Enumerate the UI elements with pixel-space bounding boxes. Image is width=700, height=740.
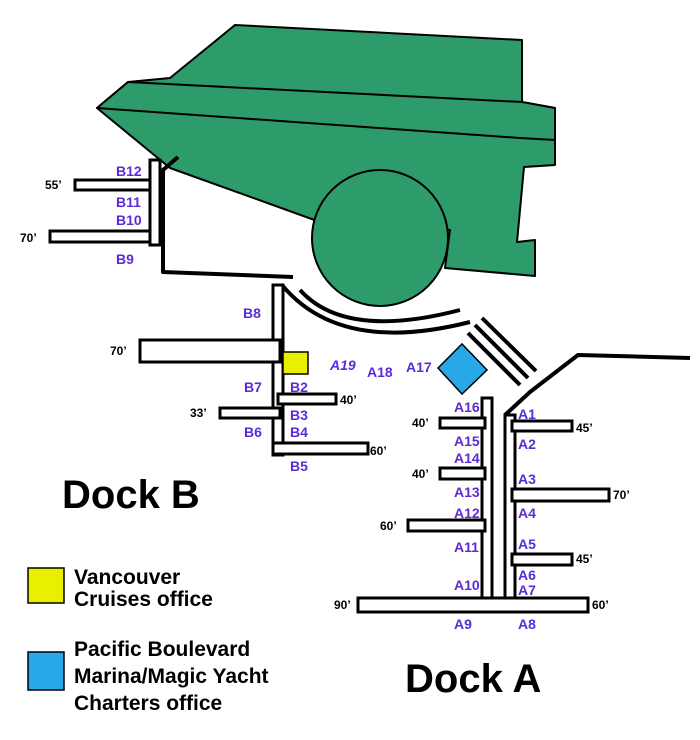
pier-b-spine-north: [148, 158, 162, 247]
slip-a1: A1: [518, 406, 536, 422]
shoreline-west: [161, 155, 294, 279]
ramp-line-3: [480, 316, 538, 373]
slip-a13: A13: [454, 484, 480, 500]
dock-a-piers: [356, 342, 611, 614]
building-rotunda: [311, 169, 449, 307]
pier-b6: [218, 406, 282, 420]
pier-b7: [138, 338, 282, 364]
length-b5: 60’: [370, 444, 387, 458]
slip-a15: A15: [454, 433, 480, 449]
slip-a6: A6: [518, 567, 536, 583]
pier-a5: [510, 552, 574, 567]
length-a13: 40’: [412, 467, 429, 481]
slip-a14: A14: [454, 450, 480, 466]
length-a9: 90’: [334, 598, 351, 612]
slip-a10: A10: [454, 577, 480, 593]
pier-a9: [356, 596, 590, 614]
slip-a16: A16: [454, 399, 480, 415]
slip-b9: B9: [116, 251, 134, 267]
walkway-arc: [280, 283, 471, 335]
dock-b-title: Dock B: [62, 473, 200, 517]
slip-a3: A3: [518, 471, 536, 487]
pier-b12: [73, 178, 157, 192]
slip-b5: B5: [290, 458, 308, 474]
pier-a11: [406, 518, 487, 533]
ramp-line-1: [466, 331, 522, 387]
slip-a18: A18: [367, 364, 393, 380]
legend-vancouver-line2: Cruises office: [74, 588, 213, 611]
ramp-line-2: [473, 323, 530, 380]
slip-b6: B6: [244, 424, 262, 440]
length-b9: 70’: [20, 231, 37, 245]
length-b7: 70’: [110, 344, 127, 358]
legend-pacific-line3: Charters office: [74, 692, 222, 715]
slip-a4: A4: [518, 505, 536, 521]
pier-b-spine: [271, 283, 285, 457]
shoreline: [161, 155, 691, 417]
pier-b5: [271, 441, 370, 456]
pier-b9: [48, 229, 157, 244]
legend-swatch-vancouver: [27, 567, 65, 604]
length-b12: 55’: [45, 178, 62, 192]
dock-b-piers: [48, 158, 370, 457]
length-b6: 33’: [190, 406, 207, 420]
slip-a11: A11: [454, 539, 479, 555]
pier-a-spine-east: [503, 413, 517, 602]
slip-b8: B8: [243, 305, 261, 321]
slip-b2: B2: [290, 379, 308, 395]
pier-a1: [510, 419, 574, 433]
pier-a13: [438, 466, 487, 481]
length-b3: 40’: [340, 393, 357, 407]
dock-a-title: Dock A: [405, 657, 541, 701]
dock-a-slip-labels: A19 A18 A17 A16 A15 A14 A13 A12 A11 A10 …: [329, 357, 536, 632]
length-a11: 60’: [380, 519, 397, 533]
legend-swatch-pacific: [27, 651, 65, 691]
pier-length-labels: 55’ 70’ 70’ 40’ 33’ 60’ 40’ 40’ 60’ 90’ …: [20, 178, 630, 612]
length-a8: 60’: [592, 598, 609, 612]
slip-a5: A5: [518, 536, 536, 552]
dock-b-slip-labels: B12 B11 B10 B9 B8 B7 B2 B3 B4 B6 B5: [116, 163, 308, 474]
legend-pacific-line2: Marina/Magic Yacht: [74, 665, 269, 688]
slip-a7: A7: [518, 582, 536, 598]
slip-a9: A9: [454, 616, 472, 632]
slip-b10: B10: [116, 212, 142, 228]
walkway-arc-inner: [298, 288, 461, 324]
vancouver-cruises-office: [282, 351, 309, 375]
slip-b11: B11: [116, 194, 141, 210]
legend: Vancouver Cruises office Pacific Bouleva…: [27, 566, 269, 715]
slip-b3: B3: [290, 407, 308, 423]
slip-a12: A12: [454, 505, 480, 521]
pier-a3: [510, 487, 611, 503]
slip-b7: B7: [244, 379, 262, 395]
building: [96, 24, 556, 307]
slip-a19: A19: [329, 357, 356, 373]
slip-b4: B4: [290, 424, 308, 440]
legend-pacific-line1: Pacific Boulevard: [74, 638, 250, 661]
length-a3: 70’: [613, 488, 630, 502]
slip-a8: A8: [518, 616, 536, 632]
length-a1: 45’: [576, 421, 593, 435]
legend-vancouver-line1: Vancouver: [74, 566, 180, 589]
building-roof-stripe: [96, 81, 556, 141]
shoreline-east: [503, 353, 691, 417]
slip-a17: A17: [406, 359, 432, 375]
length-a16: 40’: [412, 416, 429, 430]
pacific-boulevard-office: [436, 342, 489, 396]
pier-a16: [438, 416, 487, 430]
slip-b12: B12: [116, 163, 142, 179]
pier-b3: [276, 392, 338, 406]
length-a5: 45’: [576, 552, 593, 566]
slip-a2: A2: [518, 436, 536, 452]
